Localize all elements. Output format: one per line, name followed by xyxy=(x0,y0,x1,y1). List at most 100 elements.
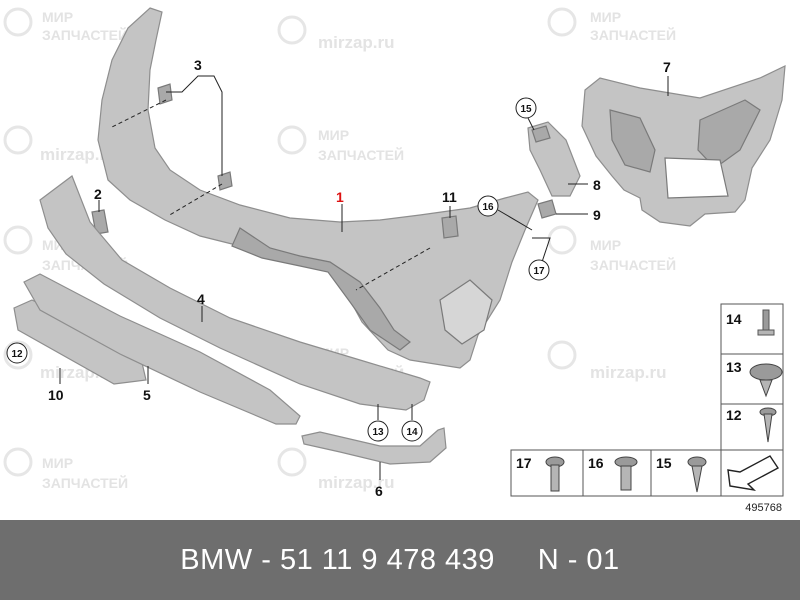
part-3-clip-upper xyxy=(157,83,173,105)
callout-3: 3 xyxy=(194,57,202,73)
legend-box-15-frame xyxy=(650,449,722,497)
callout-2: 2 xyxy=(94,186,102,202)
watermark-site: mirzap.ru xyxy=(318,473,395,492)
part-7-bumper-carrier[interactable] xyxy=(581,65,786,227)
part-11-clip[interactable] xyxy=(441,215,459,239)
watermark-site: mirzap.ru xyxy=(318,33,395,52)
part-5-shape xyxy=(23,273,301,425)
circled-callout-17: 17 xyxy=(528,259,550,281)
watermark-logo-icon xyxy=(3,7,33,37)
callout-12: 12 xyxy=(11,349,23,360)
callout-13a: 13 xyxy=(372,427,384,438)
legend-box-16[interactable]: 16 xyxy=(582,449,652,497)
watermark-brand-line1: МИР xyxy=(42,455,73,471)
part-1-bumper-cover[interactable] xyxy=(97,7,539,369)
watermark-brand-line1: МИР xyxy=(590,237,621,253)
watermark-site: mirzap.ru xyxy=(40,145,117,164)
watermark-logo-icon xyxy=(3,340,33,370)
legend-label-16: 16 xyxy=(588,455,604,471)
callout-15: 15 xyxy=(520,104,532,115)
circle-15-outline xyxy=(515,97,537,119)
watermark-11: mirzap.ru xyxy=(547,340,667,382)
part-3-clips[interactable] xyxy=(157,83,233,191)
circled-callout-15: 15 xyxy=(515,97,537,119)
legend-box-13[interactable]: 13 xyxy=(720,353,784,405)
callout-7: 7 xyxy=(663,59,671,75)
legend-box-16-frame xyxy=(582,449,652,497)
legend-box-12[interactable]: 12 xyxy=(720,403,784,451)
callout-16: 16 xyxy=(482,202,494,213)
direction-arrow-icon xyxy=(727,455,780,492)
circle-13a-outline xyxy=(367,420,389,442)
leader-17 xyxy=(532,237,551,263)
leader-3 xyxy=(166,75,223,176)
legend-box-14[interactable]: 14 xyxy=(720,303,784,355)
part-number-text: BMW - 51 11 9 478 439 N - 01 xyxy=(180,543,620,576)
watermark-brand-line2: ЗАПЧАСТЕЙ xyxy=(318,146,404,163)
part-4-spoiler[interactable] xyxy=(39,175,431,411)
hardware-legend: 14 13 12 xyxy=(510,303,784,514)
leader-3-dash-lower xyxy=(167,183,223,217)
watermark-brand-line1: МИР xyxy=(42,9,73,25)
legend-box-17[interactable]: 17 xyxy=(510,449,584,497)
legend-label-12: 12 xyxy=(726,407,742,423)
watermark-logo-icon xyxy=(547,7,577,37)
callout-10: 10 xyxy=(48,387,64,403)
circled-callout-16: 16 xyxy=(477,195,499,217)
watermark-brand-line2: ЗАПЧАСТЕЙ xyxy=(42,26,128,43)
part-5-lower-trim[interactable] xyxy=(23,273,301,425)
watermark-logo-icon xyxy=(3,447,33,477)
watermark-logo-icon xyxy=(547,225,577,255)
watermark-5: МИР ЗАПЧАСТЕЙ xyxy=(277,125,404,163)
circle-16-outline xyxy=(477,195,499,217)
screw-icon xyxy=(759,407,777,443)
circle-17-outline xyxy=(528,259,550,281)
part-6-lip[interactable] xyxy=(301,427,447,465)
callout-11: 11 xyxy=(442,189,457,205)
watermark-site: mirzap.ru xyxy=(590,363,667,382)
carrier-frame xyxy=(581,65,786,227)
part-6-shape xyxy=(301,427,447,465)
watermark-brand-line2: ЗАПЧАСТЕЙ xyxy=(590,256,676,273)
part-3-clip-lower xyxy=(217,171,233,191)
callout-8: 8 xyxy=(593,177,601,193)
watermark-brand-line2: ЗАПЧАСТЕЙ xyxy=(590,26,676,43)
part-10-shape xyxy=(13,299,147,385)
part-number-banner: BMW - 51 11 9 478 439 N - 01 xyxy=(0,520,800,600)
legend-label-13: 13 xyxy=(726,359,742,375)
watermark-brand-line1: МИР xyxy=(318,127,349,143)
legend-box-14-frame xyxy=(720,303,784,355)
watermark-4: mirzap.ru xyxy=(3,125,117,164)
torx-screw-icon xyxy=(687,456,707,493)
callout-17: 17 xyxy=(533,266,545,277)
flange-bolt-icon xyxy=(614,456,638,491)
push-rivet-icon xyxy=(757,309,775,336)
legend-label-17: 17 xyxy=(516,455,532,471)
carrier-opening-left xyxy=(609,109,656,173)
watermark-logo-icon xyxy=(277,15,307,45)
bolt-icon xyxy=(545,456,565,492)
carrier-center-window xyxy=(664,157,729,199)
callout-4: 4 xyxy=(197,291,205,307)
watermark-logo-icon xyxy=(3,225,33,255)
legend-label-14: 14 xyxy=(726,311,742,327)
watermark-2: mirzap.ru xyxy=(277,15,395,52)
leader-1-dash xyxy=(355,247,431,291)
callout-labels: 1 2 3 4 5 6 7 8 9 10 11 12 13 14 xyxy=(6,57,671,499)
part-9-shape xyxy=(537,199,557,219)
exploded-parts-diagram: МИР ЗАПЧАСТЕЙ mirzap.ru МИР ЗАПЧАСТЕЙ mi… xyxy=(3,7,786,514)
legend-box-15[interactable]: 15 xyxy=(650,449,722,497)
callout-1: 1 xyxy=(336,189,344,205)
part-8-side-bracket[interactable] xyxy=(527,121,581,219)
bumper-side-inlet xyxy=(439,279,493,345)
watermark-13: mirzap.ru xyxy=(277,447,395,492)
part-11-shape xyxy=(441,215,459,239)
carrier-opening-right xyxy=(697,99,761,169)
circled-callout-13a: 13 xyxy=(367,420,389,442)
watermark-logo-icon xyxy=(3,125,33,155)
part-10-lower-grille[interactable] xyxy=(13,299,147,385)
bumper-lower-intake xyxy=(231,227,411,351)
legend-box-arrow xyxy=(720,449,784,497)
watermark-logo-icon xyxy=(277,447,307,477)
